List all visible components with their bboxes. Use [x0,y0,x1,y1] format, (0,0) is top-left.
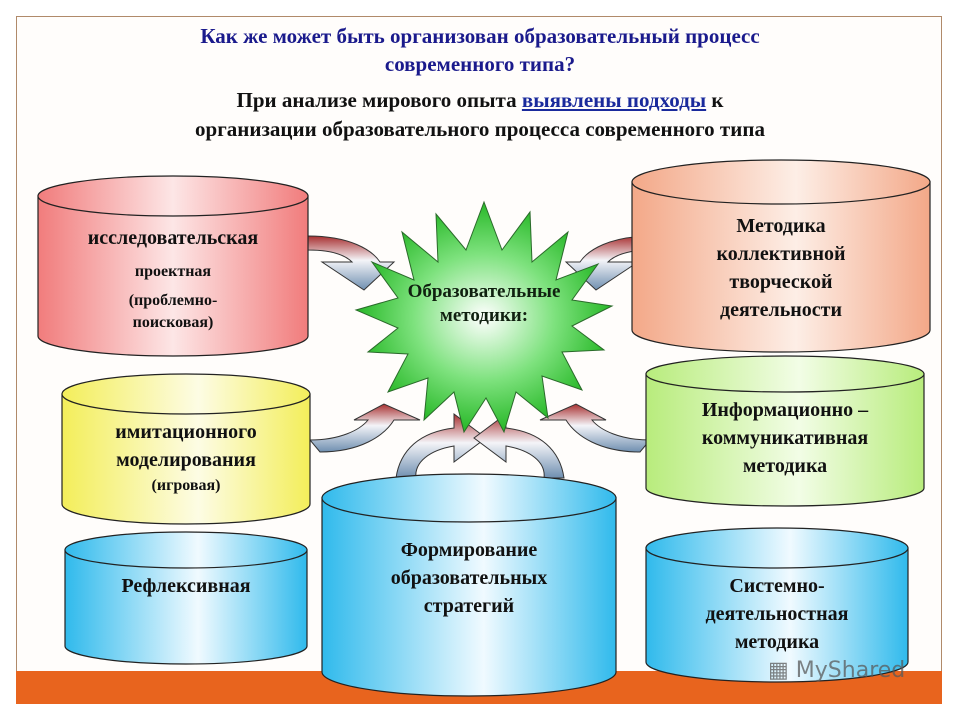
label-infocomm: Информационно – коммуникативная методика [646,396,924,480]
collective-line-1: Методика [736,215,826,237]
title-line-1: Как же может быть организован образовате… [200,24,760,48]
systemic-line-3: методика [734,631,820,653]
strategies-line-1: Формирование [400,539,538,561]
imitation-sub-1: (игровая) [151,477,221,494]
subtitle-suffix: к [711,88,724,112]
watermark-text: MyShared [795,658,906,683]
arrow-mid-right [539,403,652,453]
subtitle-line-2: организации образовательного процесса со… [195,117,765,141]
label-reflexive: Рефлексивная [65,572,307,600]
cylinder-reflexive [64,531,308,665]
label-strategies: Формирование образовательных стратегий [322,536,616,620]
presentation-icon: ▦ [768,658,789,683]
cylinder-imitation [61,373,311,525]
cylinder-strategies [321,473,617,697]
approaches-link[interactable]: выявлены подходы [521,88,707,112]
imitation-line-2: моделирования [116,449,256,471]
research-sub-1: проектная [134,263,212,280]
label-collective: Методика коллективной творческой деятель… [632,212,930,324]
arrow-bottom-right [473,413,565,479]
arrow-mid-left [308,403,421,453]
research-sub-2: (проблемно- [128,292,218,309]
systemic-line-2: деятельностная [705,603,849,625]
center-line-2: методики: [439,305,529,326]
title-line-2: современного типа? [384,52,576,76]
cylinder-research [37,175,309,357]
slide-subtitle: При анализе мирового опыта выявлены подх… [0,86,960,144]
systemic-line-1: Системно- [729,575,825,597]
infocomm-line-1: Информационно – [701,399,869,421]
research-line-1: исследовательская [87,227,259,249]
arrow-bottom-left [395,413,487,479]
strategies-line-3: стратегий [423,595,515,617]
cylinder-collective [631,159,931,353]
cylinder-infocomm [645,355,925,507]
infocomm-line-3: методика [742,455,828,477]
collective-line-4: деятельности [719,299,843,321]
reflexive-line-1: Рефлексивная [121,575,251,597]
slide-title: Как же может быть организован образовате… [0,22,960,78]
collective-line-2: коллективной [716,243,846,265]
watermark: ▦ MyShared [768,658,905,683]
label-research: исследовательская проектная (проблемно- … [38,224,308,334]
center-label: Образовательные методики: [364,280,604,328]
label-systemic: Системно- деятельностная методика [646,572,908,656]
label-imitation: имитационного моделирования (игровая) [62,418,310,498]
collective-line-3: творческой [729,271,833,293]
starburst-shape [354,200,614,434]
arrow-top-left [307,235,396,291]
subtitle-prefix: При анализе мирового опыта [236,88,517,112]
imitation-line-1: имитационного [115,421,257,443]
strategies-line-2: образовательных [390,567,548,589]
center-line-1: Образовательные [407,281,561,302]
infocomm-line-2: коммуникативная [701,427,869,449]
research-sub-3: поисковая) [132,314,214,331]
cylinder-systemic [645,527,909,683]
